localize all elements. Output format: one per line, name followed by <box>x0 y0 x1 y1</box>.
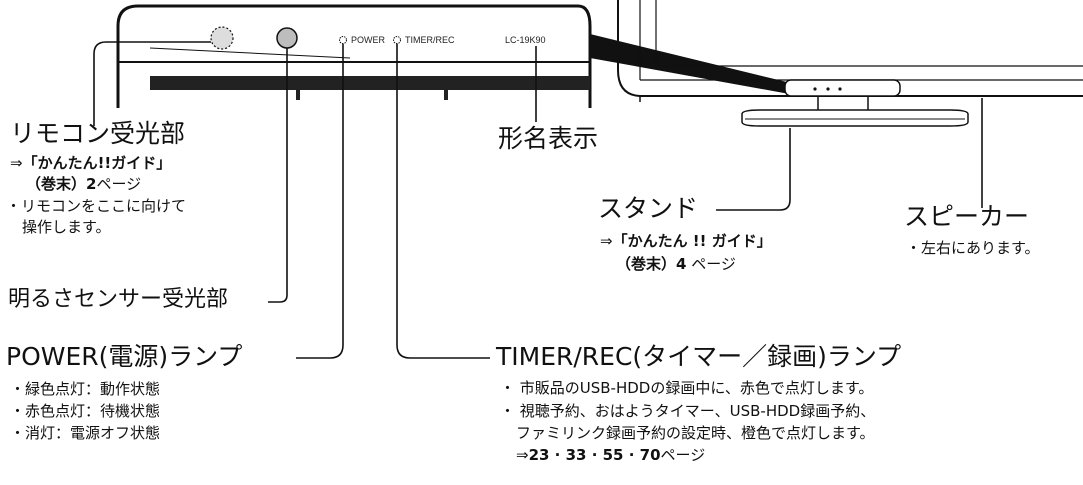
power-lamp-dot <box>339 36 347 44</box>
power-lamp-item-3: ・消灯：電源オフ状態 <box>10 424 161 442</box>
remote-sensor-note2: 操作します。 <box>22 218 111 236</box>
tv-illustration <box>617 0 1083 127</box>
stand-ref-page-bold: （巻末）4 <box>616 255 687 273</box>
front-panel-closeup: POWER TIMER/REC LC-19K90 <box>116 4 592 108</box>
power-lamp-item-1: ・緑色点灯：動作状態 <box>10 380 161 398</box>
remote-sensor-title: リモコン受光部 <box>10 119 186 148</box>
stand-leader <box>716 128 791 211</box>
remote-sensor-window <box>210 26 234 50</box>
stand-ref-arrow: ⇒ <box>600 232 613 250</box>
timer-lamp-ref: ⇒23 · 33 · 55 · 70ページ <box>516 445 705 465</box>
timer-lamp-bullet-2a: ・ 視聴予約、おはようタイマー、USB-HDD録画予約、 <box>500 402 876 420</box>
stand-ref-page: ページ <box>691 255 736 273</box>
timer-ref-pages: 23 · 33 · 55 · 70 <box>528 446 661 464</box>
timer-ref-arrow: ⇒ <box>516 446 529 464</box>
stand-title: スタンド <box>598 194 699 223</box>
remote-leader <box>93 41 211 126</box>
timer-lamp-title: TIMER/REC(タイマー／録画)ランプ <box>496 342 902 371</box>
panel-model-text: LC-19K90 <box>505 35 546 45</box>
model-display-title: 形名表示 <box>498 124 599 153</box>
stand-ref-guide: 「かんたん !! ガイド」 <box>612 232 772 250</box>
light-sensor-title: 明るさセンサー受光部 <box>8 287 229 312</box>
remote-ref-page-bold: （巻末）2 <box>26 175 97 193</box>
remote-sensor-ref: ⇒「かんたん!!ガイド」 <box>10 153 171 173</box>
remote-ref-guide: 「かんたん!!ガイド」 <box>22 154 172 172</box>
remote-sensor-note1: ・リモコンをここに向けて <box>6 197 187 215</box>
timer-leader <box>396 44 490 359</box>
panel-timer-text: TIMER/REC <box>405 35 455 45</box>
speaker-title: スピーカー <box>904 202 1030 231</box>
timer-lamp-bullet-1: ・ 市販品のUSB-HDDの録画中に、赤色で点灯します。 <box>500 379 874 397</box>
stand-ref2: （巻末）4 ページ <box>616 254 736 274</box>
remote-sensor-ref2: （巻末）2ページ <box>26 174 141 194</box>
timer-lamp-bullet-2b: ファミリンク録画予約の設定時、橙色で点灯します。 <box>516 424 875 442</box>
power-leader <box>296 44 344 359</box>
remote-ref-page: ページ <box>96 175 142 193</box>
light-leader <box>268 48 288 303</box>
remote-ref-arrow: ⇒ <box>10 154 23 172</box>
light-sensor-window <box>276 27 298 49</box>
timer-ref-page-word: ページ <box>660 446 706 464</box>
stand-ref: ⇒「かんたん !! ガイド」 <box>600 231 772 251</box>
panel-power-text: POWER <box>351 35 386 45</box>
timer-lamp-dot <box>393 36 401 44</box>
power-lamp-item-2: ・赤色点灯：待機状態 <box>10 402 161 420</box>
speaker-note: ・左右にあります。 <box>906 239 1040 257</box>
power-lamp-title: POWER(電源)ランプ <box>6 342 243 371</box>
leader-lines <box>93 41 983 359</box>
